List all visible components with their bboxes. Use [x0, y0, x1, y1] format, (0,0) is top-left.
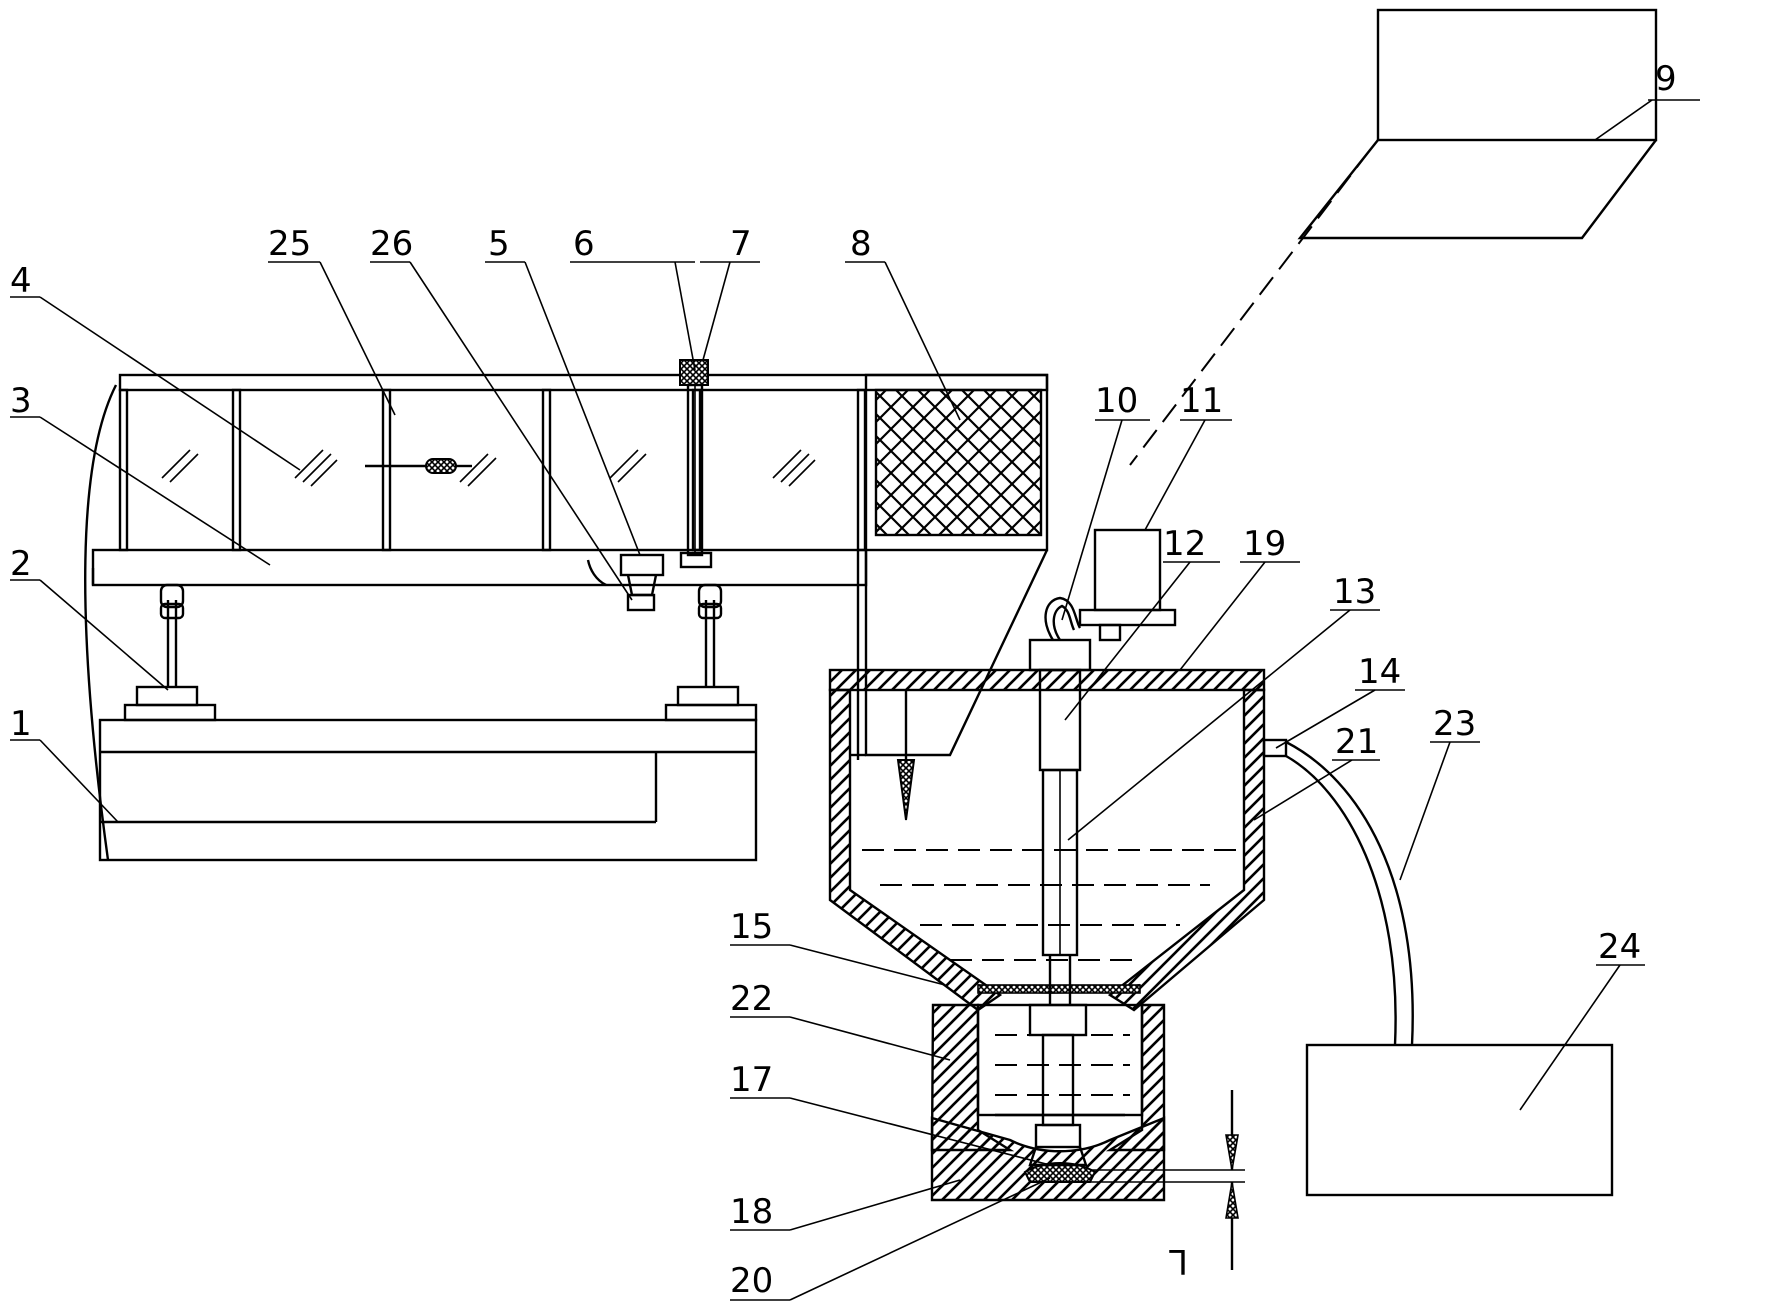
frame-top-rail	[120, 375, 1047, 390]
label-10: 10	[1095, 381, 1138, 421]
moving-rod	[365, 459, 472, 473]
controller-9	[1300, 10, 1656, 238]
left-assembly	[85, 360, 1047, 860]
label-25: 25	[268, 224, 311, 264]
sieve-box	[850, 375, 1047, 820]
label-2: 2	[10, 544, 32, 584]
label-18: 18	[730, 1192, 773, 1232]
motor-11	[1046, 530, 1175, 640]
label-3: 3	[10, 381, 32, 421]
label-dim-L: L	[1169, 1241, 1188, 1281]
tank-assembly	[830, 530, 1286, 1200]
label-6: 6	[573, 224, 595, 264]
label-17: 17	[730, 1060, 773, 1100]
label-4: 4	[10, 261, 32, 301]
label-14: 14	[1358, 652, 1401, 692]
support-left	[125, 585, 215, 720]
label-24: 24	[1598, 927, 1641, 967]
leader-lines	[10, 100, 1700, 1300]
signal-line	[1130, 150, 1370, 465]
label-7: 7	[730, 224, 752, 264]
label-9: 9	[1655, 59, 1677, 99]
outlet-21	[1264, 740, 1286, 756]
label-1: 1	[10, 704, 32, 744]
label-22: 22	[730, 979, 773, 1019]
support-right	[666, 585, 756, 720]
pump-24	[1307, 1045, 1612, 1195]
label-11: 11	[1180, 381, 1223, 421]
label-13: 13	[1333, 572, 1376, 612]
base-plate	[100, 720, 756, 860]
frame-posts	[120, 390, 865, 550]
label-26: 26	[370, 224, 413, 264]
label-15: 15	[730, 907, 773, 947]
central-shaft	[1030, 640, 1090, 1165]
label-8: 8	[850, 224, 872, 264]
nozzle-5	[588, 555, 663, 610]
label-19: 19	[1243, 524, 1286, 564]
label-5: 5	[488, 224, 510, 264]
label-21: 21	[1335, 722, 1378, 762]
hose-23	[1286, 742, 1413, 1045]
beam	[93, 550, 866, 585]
label-23: 23	[1433, 704, 1476, 744]
label-20: 20	[730, 1261, 773, 1301]
label-12: 12	[1163, 524, 1206, 564]
glass-marks	[162, 450, 815, 486]
